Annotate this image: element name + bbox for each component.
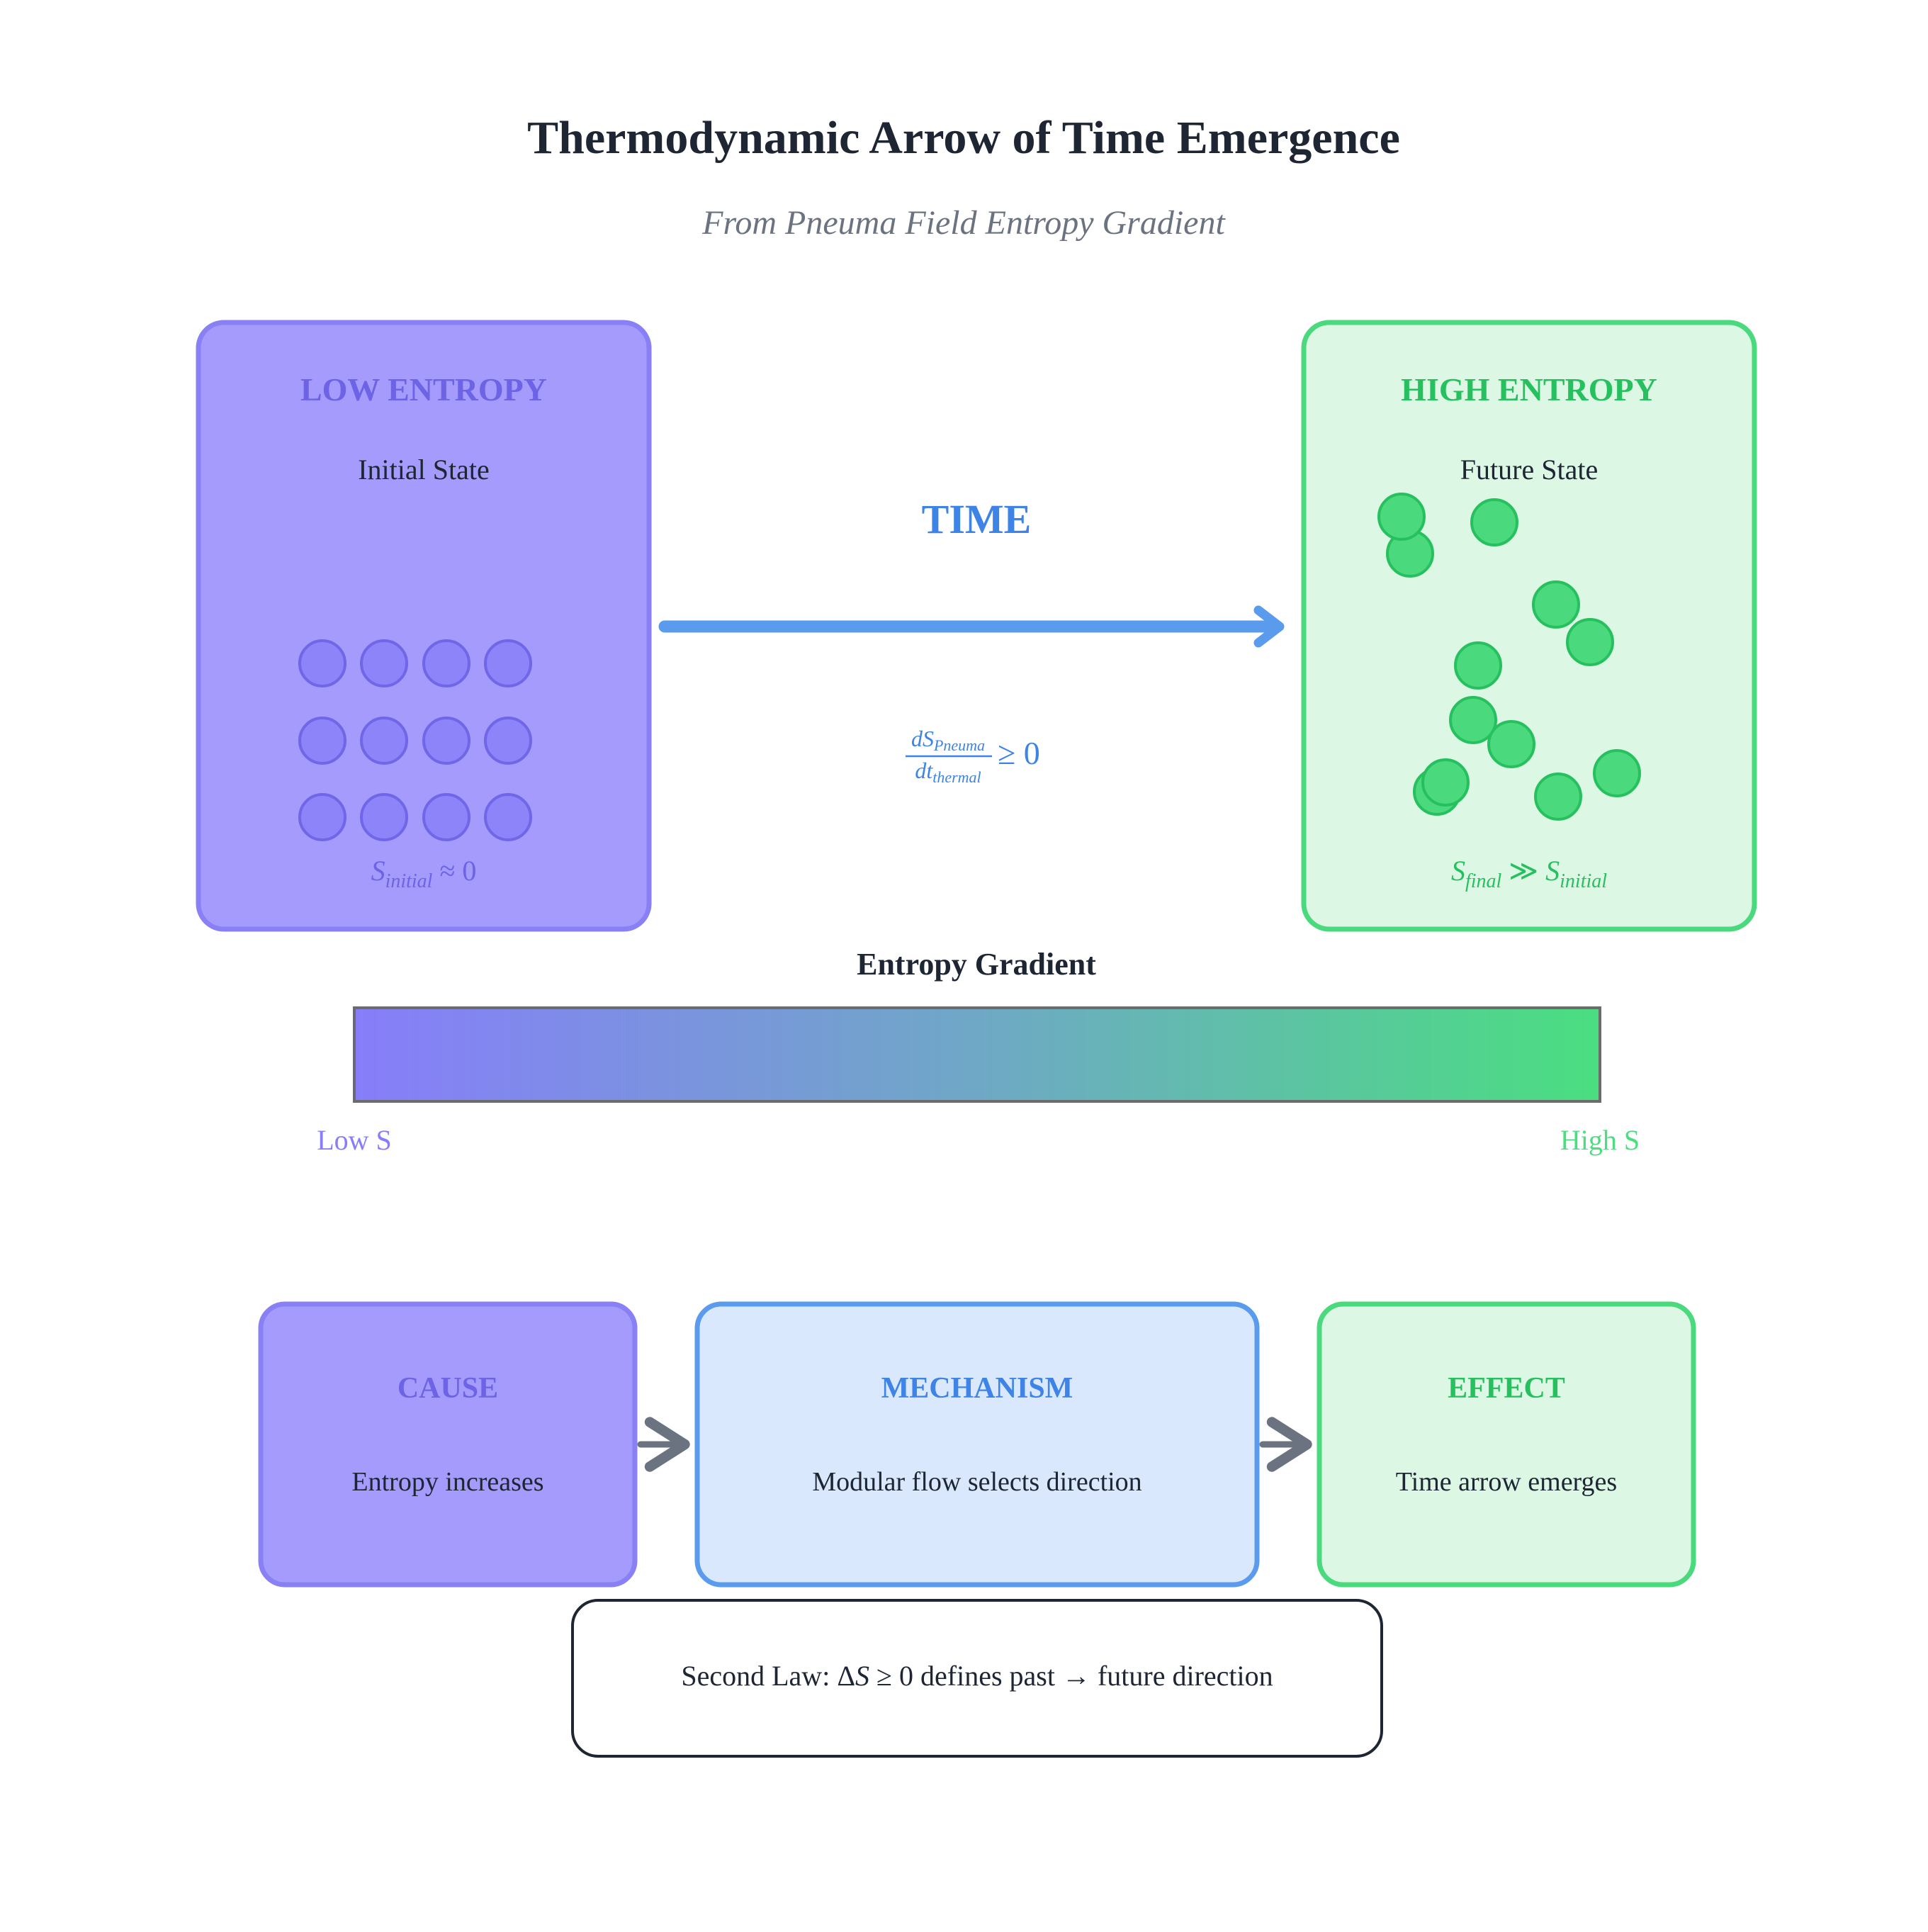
ordered-particle <box>422 639 470 687</box>
ordered-particle <box>422 717 470 765</box>
disordered-particle <box>1421 758 1470 807</box>
disordered-particle <box>1534 773 1582 821</box>
rate-inequality: ≥ 0 <box>998 735 1040 771</box>
ordered-particle <box>422 793 470 841</box>
diagram-subtitle: From Pneuma Field Entropy Gradient <box>701 204 1226 242</box>
cause-heading: CAUSE <box>398 1372 498 1405</box>
second-law-text: Second Law: ΔS ≥ 0 defines past → future… <box>681 1660 1273 1692</box>
disordered-particle <box>1377 493 1426 541</box>
gradient-high-label: High S <box>1560 1124 1640 1156</box>
second-law-note: Second Law: ΔS ≥ 0 defines past → future… <box>571 1599 1383 1758</box>
second-law-box <box>571 1599 1383 1758</box>
ordered-particle <box>360 717 408 765</box>
effect-text: Time arrow emerges <box>1396 1467 1617 1497</box>
disordered-particle <box>1487 720 1535 768</box>
low-entropy-panel: LOW ENTROPY Initial State Sinitial ≈ 0 <box>196 320 652 932</box>
cause-box <box>258 1301 638 1588</box>
mechanism-box <box>694 1301 1260 1588</box>
high-entropy-subheading: Future State <box>1460 454 1598 485</box>
time-arrow-head <box>1253 605 1285 648</box>
rate-denominator: dtthermal <box>915 758 981 786</box>
cause-text: Entropy increases <box>351 1467 543 1497</box>
low-entropy-subheading: Initial State <box>358 454 490 485</box>
rate-numerator: dSPneuma <box>911 726 985 754</box>
time-arrow-group: TIME dSPneuma dtthermal ≥ 0 <box>658 496 1285 786</box>
disordered-particle <box>1593 749 1641 797</box>
gradient-bar <box>353 1006 1601 1103</box>
low-entropy-heading: LOW ENTROPY <box>300 371 547 408</box>
ordered-particle <box>298 717 346 765</box>
causal-flow: CAUSE Entropy increases MECHANISM Modula… <box>258 1301 1696 1588</box>
high-entropy-heading: HIGH ENTROPY <box>1401 371 1657 408</box>
mechanism-heading: MECHANISM <box>881 1372 1073 1405</box>
high-entropy-formula: Sfinal ≫ Sinitial <box>1451 855 1607 892</box>
ordered-particle <box>360 793 408 841</box>
ordered-particle <box>484 717 532 765</box>
entropy-rate-formula: dSPneuma dtthermal ≥ 0 <box>906 726 1040 786</box>
high-entropy-box <box>1301 320 1757 932</box>
mechanism-text: Modular flow selects direction <box>812 1467 1141 1497</box>
ordered-particle <box>484 793 532 841</box>
effect-heading: EFFECT <box>1448 1372 1565 1405</box>
disordered-particle <box>1566 618 1614 666</box>
ordered-particle <box>484 639 532 687</box>
disordered-particles <box>1377 493 1641 821</box>
high-entropy-panel: HIGH ENTROPY Future State Sfinal ≫ Sinit… <box>1301 320 1757 932</box>
entropy-gradient-section: Entropy Gradient Low S High S <box>317 947 1640 1156</box>
disordered-particle <box>1532 580 1580 629</box>
ordered-particle <box>298 793 346 841</box>
gradient-low-label: Low S <box>317 1124 392 1156</box>
low-entropy-formula: Sinitial ≈ 0 <box>371 855 477 892</box>
disordered-particle <box>1470 498 1518 546</box>
low-entropy-box <box>196 320 652 932</box>
effect-box <box>1317 1301 1696 1588</box>
ordered-particles <box>298 639 532 841</box>
gradient-title: Entropy Gradient <box>857 947 1096 982</box>
ordered-particle <box>360 639 408 687</box>
diagram-title: Thermodynamic Arrow of Time Emergence <box>527 112 1400 164</box>
disordered-particle <box>1449 696 1497 744</box>
ordered-particle <box>298 639 346 687</box>
disordered-particle <box>1454 641 1502 690</box>
time-label: TIME <box>922 496 1032 542</box>
